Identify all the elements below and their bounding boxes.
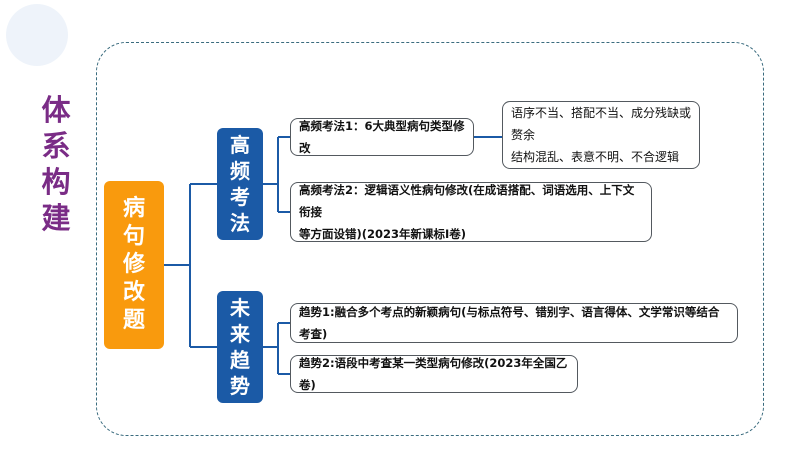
root-char: 修 — [122, 252, 145, 277]
leaf-trend-1: 趋势1:融合多个考点的新颖病句(与标点符号、错别字、语言得体、文学常识等结合考查… — [290, 303, 738, 343]
leaf-text: 趋势2:语段中考查某一类型病句修改(2023年全国乙卷) — [299, 356, 568, 392]
root-char: 题 — [122, 308, 145, 333]
leaf-text-line: 等方面设错)(2023年新课标I卷) — [299, 227, 467, 241]
side-title: 体 系 构 建 — [38, 92, 74, 236]
side-title-char: 系 — [41, 129, 71, 163]
branch-node-future-trend: 未 来 趋 势 — [217, 291, 263, 403]
branch-char: 未 — [230, 296, 250, 320]
branch-char: 高 — [230, 133, 250, 157]
leaf-trend-2: 趋势2:语段中考查某一类型病句修改(2023年全国乙卷) — [290, 355, 578, 393]
side-title-char: 体 — [41, 93, 71, 127]
root-node: 病 句 修 改 题 — [104, 181, 164, 349]
branch-char: 考 — [230, 185, 250, 209]
detail-error-types: 语序不当、搭配不当、成分残缺或赘余 结构混乱、表意不明、不合逻辑 — [502, 101, 700, 169]
detail-text-line: 语序不当、搭配不当、成分残缺或赘余 — [511, 106, 692, 142]
branch-char: 频 — [230, 159, 250, 183]
branch-char: 趋 — [230, 348, 250, 372]
root-char: 改 — [122, 280, 145, 305]
leaf-text-line: 高频考法2：逻辑语义性病句修改(在成语搭配、词语选用、上下文衔接 — [299, 183, 635, 219]
detail-text-line: 结构混乱、表意不明、不合逻辑 — [511, 150, 680, 164]
leaf-text: 高频考法1：6大典型病句类型修改 — [299, 119, 465, 155]
leaf-high-frequency-1: 高频考法1：6大典型病句类型修改 — [290, 118, 474, 156]
root-char: 句 — [122, 224, 145, 249]
branch-char: 法 — [230, 211, 250, 235]
side-title-char: 建 — [41, 201, 71, 235]
dashed-frame — [96, 42, 764, 436]
branch-node-high-frequency: 高 频 考 法 — [217, 128, 263, 240]
branch-char: 来 — [230, 322, 250, 346]
corner-decoration — [6, 4, 68, 66]
branch-char: 势 — [230, 374, 250, 398]
leaf-text: 趋势1:融合多个考点的新颖病句(与标点符号、错别字、语言得体、文学常识等结合考查… — [299, 305, 720, 341]
leaf-high-frequency-2: 高频考法2：逻辑语义性病句修改(在成语搭配、词语选用、上下文衔接 等方面设错)(… — [290, 182, 652, 242]
root-char: 病 — [122, 196, 145, 221]
side-title-char: 构 — [41, 165, 71, 199]
